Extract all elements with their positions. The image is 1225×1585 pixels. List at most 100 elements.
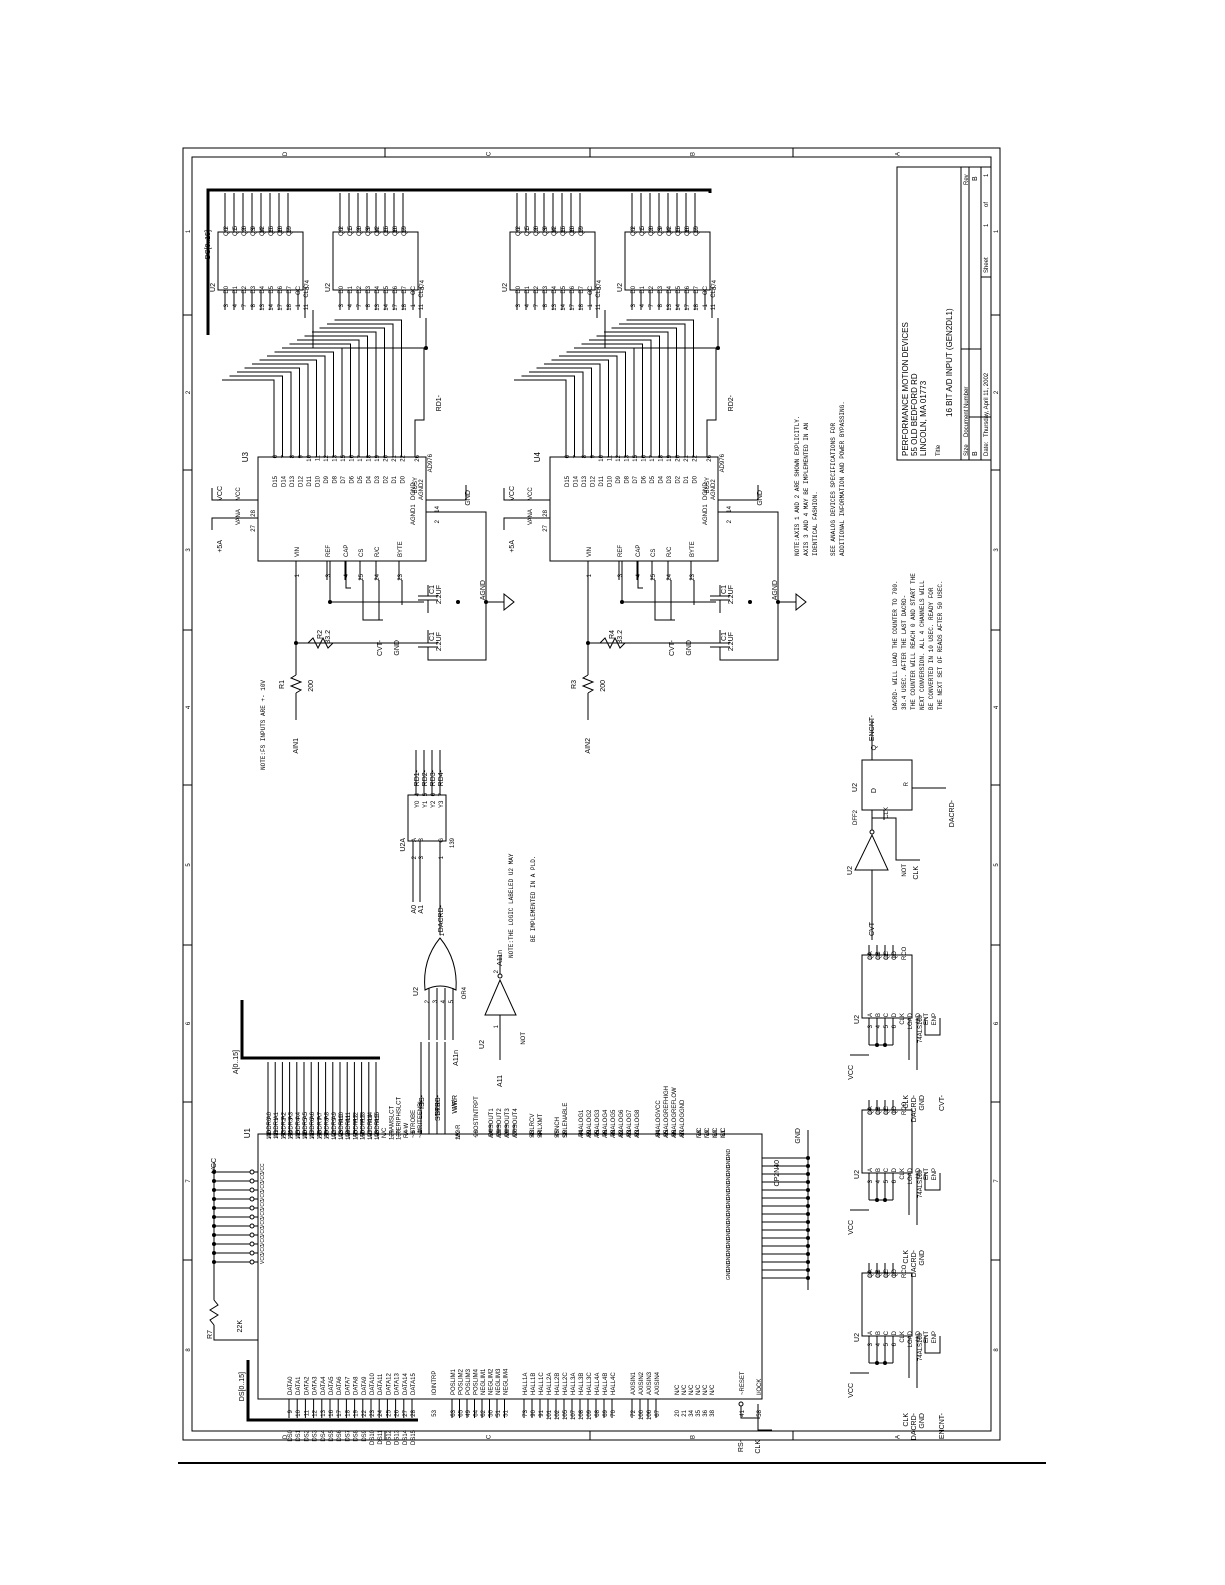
decoder-out-pin: Y1 (423, 800, 429, 808)
u1-analog-power-pin: ANALOGGND (680, 1099, 686, 1138)
adc-d-pin: D4 (367, 475, 373, 483)
latch-d-num: 13 (667, 303, 673, 310)
counter-ctrl-pin: LOAD (908, 1330, 914, 1347)
u1-data-num: 27 (403, 1409, 409, 1416)
gate-in-num: 2 (425, 999, 431, 1003)
u1-addr-num: 6 (411, 1129, 417, 1133)
latch-d-num: 3 (516, 303, 522, 307)
note-timing-line: DACRD- WILL LOAD THE COUNTER TO 700. (892, 580, 899, 710)
latch-d-pin: D5 (561, 285, 567, 293)
adc-data-wire (297, 339, 360, 457)
u1-srl-pin: SRLXMT (538, 1113, 544, 1138)
zone-row-label: B (691, 152, 697, 156)
u1-nc-num: 20 (675, 1409, 681, 1416)
junction-dot (212, 1233, 216, 1237)
u1-nc-num: 35 (696, 1409, 702, 1416)
adc-data-wire (619, 323, 686, 457)
data-bus (206, 188, 628, 335)
latch-oc-pin: OC (588, 285, 594, 295)
counter-ctrl-net: GND (919, 1413, 926, 1429)
u1-nc-num: 80 (713, 1129, 719, 1136)
latch-d-num: 7 (357, 303, 363, 307)
wire (211, 488, 258, 501)
u1-analog-num: 89 (587, 1129, 593, 1136)
latch-d-pin: D4 (552, 285, 558, 293)
gate-in-net: CLK (913, 866, 920, 880)
drawing-title: 16 BIT A/D INPUT (GEN2DL1) (945, 308, 954, 417)
latch-d-pin: D4 (260, 285, 266, 293)
adc-ctl-num: 1 (295, 573, 301, 577)
latch-q-pin: Q2 (534, 227, 540, 236)
adc-d-pin: D3 (667, 475, 673, 483)
u1-gnd-pin: GND (726, 1221, 732, 1233)
latch-d-num: 4 (525, 303, 531, 307)
adc-data-wire (237, 371, 292, 457)
latch-q-pin: Q4 (375, 227, 381, 236)
adc-ref: U4 (533, 451, 542, 462)
u1-addr-pin: ~STROBE (411, 1110, 417, 1138)
u1-addr-num: 128 (375, 1129, 381, 1140)
u1-lim-pin: POSLIM1 (451, 1368, 457, 1395)
adc-data-wire (604, 331, 669, 457)
sheet-value: 1 (984, 223, 990, 227)
latch-part: 374 (712, 279, 718, 290)
latch-q-num: 5 (348, 225, 354, 229)
u1-nc-num: 21 (682, 1409, 688, 1416)
latch-d-num: 3 (631, 303, 637, 307)
u1-lim-num: 49 (466, 1409, 472, 1416)
u1-data-pin: DATA15 (411, 1373, 417, 1395)
adc-data-wire (244, 367, 300, 457)
u1-hall-num: 69 (603, 1409, 609, 1416)
adc-data-wire (529, 371, 584, 457)
counter-ctrl-pin: U/D (916, 1330, 922, 1341)
counter-in-num: 4 (876, 1342, 882, 1346)
latch-d-num: 14 (561, 303, 567, 310)
adc-d-num: 17 (650, 454, 656, 461)
latch-d-pin: D7 (402, 285, 408, 293)
data-bus (510, 188, 712, 193)
u1-addr-net: A3 (289, 1111, 295, 1119)
inversion-bubble (738, 1401, 744, 1407)
latch-d-pin: D1 (640, 285, 646, 293)
counter-in-num: 4 (876, 1179, 882, 1183)
u1-hall-num: 70 (611, 1409, 617, 1416)
u1-data-net: DS7 (345, 1429, 351, 1441)
zone-col-label: 1 (994, 229, 1000, 233)
u1-data-net: DS3 (313, 1429, 319, 1441)
latch-q-pin: Q2 (242, 227, 248, 236)
u1-analog-power-num: 86 (672, 1129, 678, 1136)
adc-d-pin: D2 (384, 475, 390, 483)
agnd-label: AGND (480, 580, 487, 600)
junction-dot (456, 600, 460, 604)
u1-data-net: DS5 (329, 1429, 335, 1441)
counter-ctrl-pin: ENT (924, 1168, 930, 1180)
latch-d-num: 13 (552, 303, 558, 310)
adc-ctl-pin: CAP (636, 545, 642, 557)
gate-out-net: CVT- (869, 919, 876, 936)
counter-out-num: 11 (892, 952, 898, 959)
u1-hall-pin: HALL3A (571, 1373, 577, 1395)
u1-vcc-pin: VCC (260, 1181, 266, 1192)
adc-d-pin: D10 (316, 475, 322, 487)
size-value: B (972, 451, 979, 456)
counter-ctrl-pin: ENT (924, 1013, 930, 1025)
junction-dot (328, 600, 332, 604)
zone-row-label: C (487, 151, 493, 156)
u1-ref: U1 (243, 1127, 252, 1138)
counter-supply: VCC (848, 1383, 855, 1398)
latch-part: 374 (597, 279, 603, 290)
latch-q-num: 5 (525, 225, 531, 229)
note-analog-line-2: ADDITIONAL INFORMATION AND POWER BYPASSI… (839, 401, 846, 556)
latch-d-pin: D7 (287, 285, 293, 293)
zone-col-label: 7 (994, 1179, 1000, 1183)
size-label: Size (964, 444, 970, 456)
adc-d-pin: D11 (307, 475, 313, 486)
latch-part: 374 (305, 279, 311, 290)
counter-in-pin: C (884, 1330, 890, 1335)
u1-gnd-pin: GND (726, 1237, 732, 1249)
u1-lim-pin: NEGLIM3 (496, 1368, 502, 1395)
u1-lim-num: 51 (496, 1409, 502, 1416)
adc-d-pin: D7 (633, 475, 639, 483)
zone-col-label: 2 (186, 390, 192, 394)
